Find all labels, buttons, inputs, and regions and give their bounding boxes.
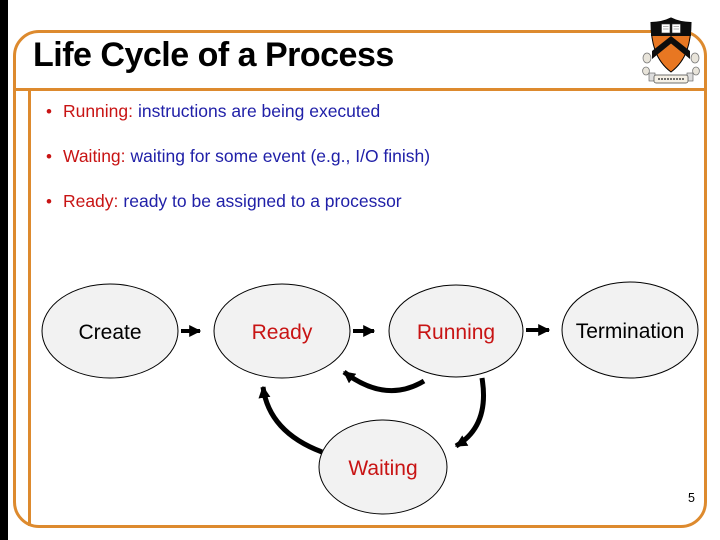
state-label-termination: Termination [576, 320, 685, 343]
state-node-create: Create [41, 283, 179, 379]
bullet-icon: • [46, 147, 52, 166]
title-divider-rule [13, 88, 707, 91]
shield-chief [651, 18, 691, 36]
state-label-ready: Ready [252, 321, 313, 344]
state-label-running: Running [417, 321, 495, 344]
arrow-running-to-ready [342, 370, 426, 394]
shield-side-ornaments [642, 52, 700, 76]
process-state-diagram: Create Ready Running Termination Waiting [41, 281, 699, 515]
state-node-ready: Ready [213, 283, 351, 379]
bullet-icon: • [46, 192, 52, 211]
state-node-termination: Termination [561, 281, 699, 379]
shield-chevron [652, 36, 690, 59]
bullet-text: instructions are being executed [138, 101, 381, 121]
bullet-term: Ready: [62, 191, 119, 211]
state-node-waiting: Waiting [318, 419, 448, 515]
bullet-item-running: • Running: instructions are being execut… [46, 101, 430, 123]
slide-title: Life Cycle of a Process [33, 36, 394, 74]
arrow-waiting-to-ready [258, 385, 323, 455]
bullet-list: • Running: instructions are being execut… [46, 101, 430, 236]
bullet-item-ready: • Ready: ready to be assigned to a proce… [46, 191, 430, 213]
state-label-waiting: Waiting [348, 457, 417, 480]
left-edge-bar [0, 0, 8, 540]
motto-banner [648, 72, 694, 84]
university-shield-logo [642, 17, 700, 84]
bullet-item-waiting: • Waiting: waiting for some event (e.g.,… [46, 146, 430, 168]
state-label-create: Create [78, 321, 141, 344]
open-book-icon [661, 23, 681, 34]
arrow-running-to-waiting [454, 377, 487, 449]
state-node-running: Running [388, 284, 524, 378]
bullet-term: Running: [62, 101, 134, 121]
slide-frame [13, 30, 707, 528]
page-number: 5 [688, 491, 695, 505]
bullet-term: Waiting: [62, 146, 126, 166]
bullet-icon: • [46, 102, 52, 121]
body-left-rule [28, 90, 31, 526]
bullet-text: ready to be assigned to a processor [123, 191, 402, 211]
bullet-text: waiting for some event (e.g., I/O finish… [130, 146, 431, 166]
